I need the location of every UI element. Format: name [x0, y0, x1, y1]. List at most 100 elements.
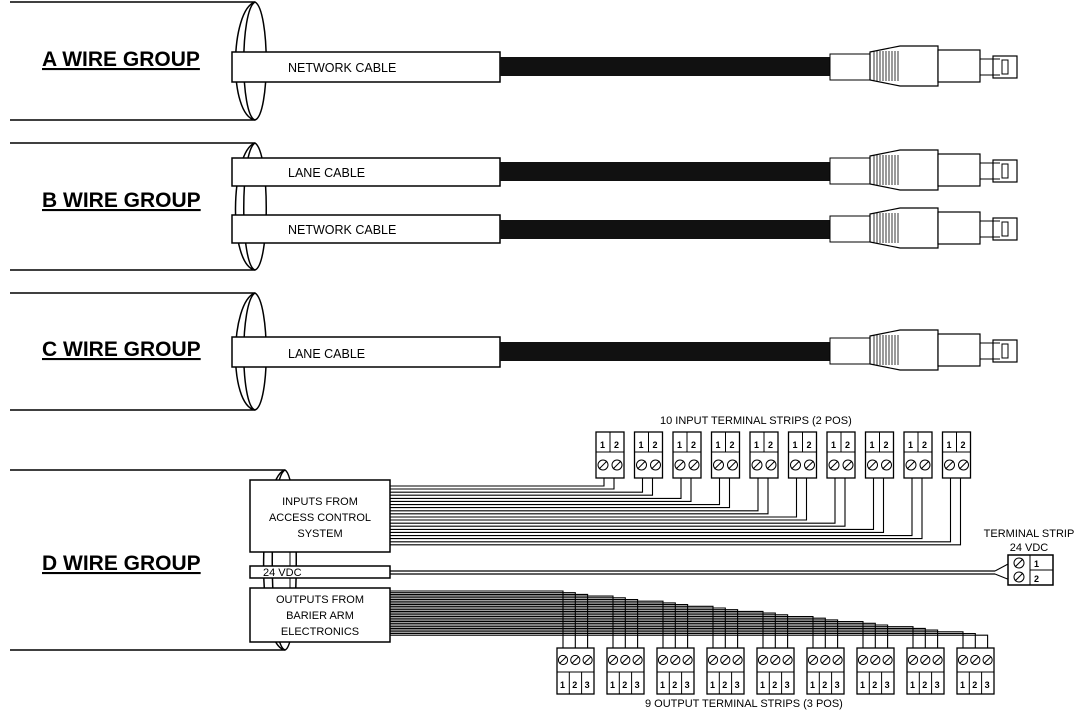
screw-terminal-icon	[842, 459, 854, 471]
output-wires	[390, 590, 989, 648]
screw-terminal-icon	[582, 654, 593, 666]
d-wire-group-title: D WIRE GROUP	[42, 552, 201, 575]
screw-terminal-icon	[570, 654, 581, 666]
output-strip-pos-label: 1	[810, 680, 815, 690]
output-strips-label: 9 OUTPUT TERMINAL STRIPS (3 POS)	[645, 698, 843, 710]
screw-terminal-icon	[732, 654, 743, 666]
screw-terminal-icon	[907, 654, 919, 666]
screw-terminal-icon	[620, 654, 631, 666]
screw-terminal-icon	[820, 654, 831, 666]
output-strip-pos-label: 2	[722, 680, 727, 690]
output-strip-pos-label: 3	[985, 680, 990, 690]
screw-terminal-icon	[674, 459, 686, 471]
input-strip-pos-label: 1	[831, 440, 836, 450]
screw-terminal-icon	[881, 459, 892, 471]
input-strip-pos-label: 2	[922, 440, 927, 450]
d-outputs-jacket	[249, 587, 391, 643]
c-lane-cable-wires	[500, 342, 830, 361]
screw-terminal-icon	[657, 654, 669, 666]
rj45-connector-icon	[829, 329, 1018, 371]
a-wire-group: A WIRE GROUP NETWORK CABLE	[10, 1, 1018, 121]
input-strip-pos-label: 1	[600, 440, 605, 450]
d-inputs-label-line2: ACCESS CONTROL	[269, 512, 371, 524]
d-inputs-label-line1: INPUTS FROM	[282, 496, 358, 508]
screw-terminal-icon	[870, 654, 881, 666]
output-strip-pos-label: 1	[910, 680, 915, 690]
screw-terminal-icon	[713, 459, 724, 471]
input-strip-pos-label: 2	[961, 440, 966, 450]
output-strip-pos-label: 2	[772, 680, 777, 690]
power-strip-pos-1: 1	[1034, 559, 1039, 569]
screw-terminal-icon	[607, 654, 619, 666]
output-strip-pos-label: 2	[872, 680, 877, 690]
rj45-connector-icon	[829, 207, 1018, 249]
output-strip-pos-label: 1	[760, 680, 765, 690]
b-network-cable-label: NETWORK CABLE	[288, 223, 396, 237]
b-wire-group-title: B WIRE GROUP	[42, 189, 201, 212]
screw-terminal-icon	[688, 459, 700, 471]
screw-terminal-icon	[919, 459, 931, 471]
screw-terminal-icon	[958, 459, 969, 471]
d-wire-group: INPUTS FROM ACCESS CONTROL SYSTEM 24 VDC…	[10, 415, 1074, 710]
d-inputs-jacket	[249, 479, 391, 553]
output-strip-pos-label: 2	[672, 680, 677, 690]
b-lane-cable-wires	[500, 162, 830, 181]
output-strip-pos-label: 1	[960, 680, 965, 690]
screw-terminal-icon	[920, 654, 931, 666]
screw-terminal-icon	[905, 459, 917, 471]
screw-terminal-icon	[682, 654, 693, 666]
c-wire-group: C WIRE GROUP LANE CABLE	[10, 292, 1018, 411]
output-strip-pos-label: 1	[710, 680, 715, 690]
output-strip-pos-label: 3	[585, 680, 590, 690]
input-strip-pos-label: 2	[730, 440, 735, 450]
screw-terminal-icon	[636, 459, 647, 471]
screw-terminal-icon	[751, 459, 763, 471]
input-strip-pos-label: 1	[870, 440, 875, 450]
d-inputs-label-line3: SYSTEM	[297, 528, 342, 540]
d-outputs-label-line1: OUTPUTS FROM	[276, 594, 364, 606]
output-strip-pos-label: 3	[835, 680, 840, 690]
power-strip-pos-2: 2	[1034, 574, 1039, 584]
output-strip-pos-label: 3	[885, 680, 890, 690]
a-wire-group-title: A WIRE GROUP	[42, 48, 200, 71]
d-outputs-label-line3: ELECTRONICS	[281, 626, 359, 638]
input-strip-pos-label: 2	[768, 440, 773, 450]
input-strip-pos-label: 1	[908, 440, 913, 450]
output-strip-pos-label: 2	[822, 680, 827, 690]
screw-terminal-icon	[1013, 557, 1025, 583]
input-strip-pos-label: 1	[677, 440, 682, 450]
power-strip-label-line2: 24 VDC	[1010, 542, 1049, 554]
screw-terminal-icon	[765, 459, 777, 471]
b-wire-group: B WIRE GROUP LANE CABLE NETWORK CABLE	[10, 142, 1018, 271]
output-strip-pos-label: 3	[635, 680, 640, 690]
d-outputs-label-line2: BARIER ARM	[286, 610, 354, 622]
screw-terminal-icon	[770, 654, 781, 666]
power-terminal-strip: 1 2	[1007, 554, 1054, 586]
screw-terminal-icon	[807, 654, 819, 666]
screw-terminal-icon	[611, 459, 623, 471]
d-24vdc-jacket	[249, 565, 391, 579]
a-network-cable-label: NETWORK CABLE	[288, 61, 396, 75]
output-strip-pos-label: 1	[660, 680, 665, 690]
input-strip-pos-label: 1	[716, 440, 721, 450]
b-lane-cable-label: LANE CABLE	[288, 166, 365, 180]
screw-terminal-icon	[970, 654, 981, 666]
screw-terminal-icon	[828, 459, 840, 471]
screw-terminal-icon	[757, 654, 769, 666]
input-strip-pos-label: 2	[614, 440, 619, 450]
d-24vdc-label: 24 VDC	[263, 567, 302, 579]
power-strip-label-line1: TERMINAL STRIP	[984, 528, 1075, 540]
